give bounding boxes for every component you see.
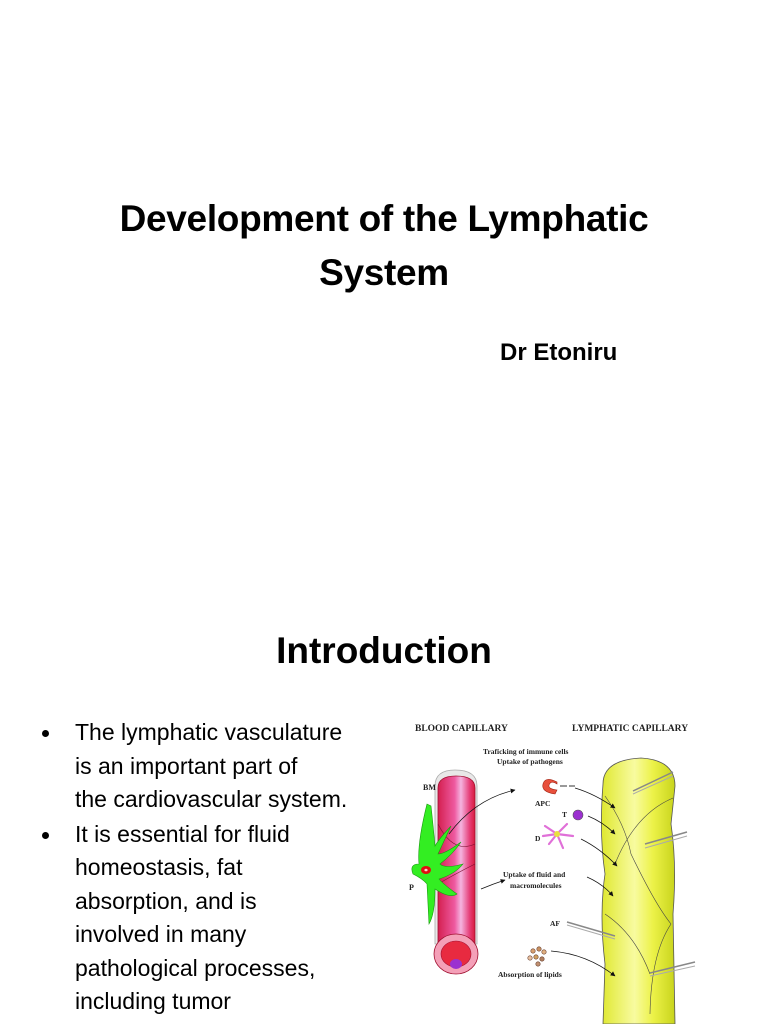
- macromolecules-text: macromolecules: [510, 881, 562, 890]
- bullet-item: It is essential for fluid homeostasis, f…: [40, 818, 380, 1019]
- apc-label: APC: [535, 799, 550, 808]
- slide-heading: Introduction: [276, 630, 492, 671]
- af-label: AF: [550, 919, 560, 928]
- dendritic-cell-icon: [541, 822, 575, 850]
- anchoring-filament-icon: [566, 921, 616, 937]
- d-label: D: [535, 834, 541, 843]
- title-slide: Development of the Lymphatic System Dr E…: [40, 192, 728, 366]
- lipid-droplets-icon: [527, 946, 547, 967]
- bullet-line: homeostasis, fat: [75, 854, 243, 880]
- bullet-line: The lymphatic vasculature: [75, 719, 343, 745]
- slide-title-line-2: System: [319, 252, 449, 293]
- bullet-list: The lymphatic vasculature is an importan…: [40, 716, 380, 1020]
- lymphatic-capillary-illustration: [601, 757, 696, 1024]
- bullet-line: involved in many: [75, 921, 247, 947]
- bullet-line: is an important part of: [75, 752, 298, 779]
- bullet-icon: [42, 730, 49, 737]
- p-label: P: [409, 883, 414, 892]
- bullet-line: the cardiovascular system.: [75, 786, 348, 812]
- capillary-diagram: BLOOD CAPILLARY LYMPHATIC CAPILLARY BM P: [405, 714, 725, 1024]
- t-cell-icon: [572, 809, 584, 821]
- bullet-icon: [42, 831, 49, 839]
- bullet-line: It is essential for fluid: [75, 820, 290, 847]
- uptake-fluid-text: Uptake of fluid and: [503, 870, 566, 879]
- bullet-item: The lymphatic vasculature is an importan…: [40, 716, 380, 817]
- author-subtitle: Dr Etoniru: [500, 339, 618, 366]
- blood-capillary-heading: BLOOD CAPILLARY: [415, 724, 508, 734]
- lymphatic-capillary-heading: LYMPHATIC CAPILLARY: [572, 724, 688, 734]
- bm-label: BM: [423, 783, 436, 792]
- slide-title-line-1: Development of the Lymphatic: [119, 198, 649, 239]
- pathogens-text: Uptake of pathogens: [497, 757, 563, 766]
- slide-title: Development of the Lymphatic System: [40, 192, 728, 300]
- bullet-line: pathological processes,: [75, 954, 316, 981]
- blood-capillary-illustration: [411, 769, 479, 975]
- lipids-text: Absorption of lipids: [498, 970, 562, 979]
- bullet-line: absorption, and is: [75, 887, 257, 914]
- bullet-line: including tumor: [75, 988, 231, 1014]
- introduction-slide: Introduction The lymphatic vasculature i…: [0, 576, 768, 1024]
- t-label: T: [562, 810, 567, 819]
- apc-cell-icon: [542, 779, 575, 795]
- trafficking-text: Traficking of immune cells: [483, 747, 569, 756]
